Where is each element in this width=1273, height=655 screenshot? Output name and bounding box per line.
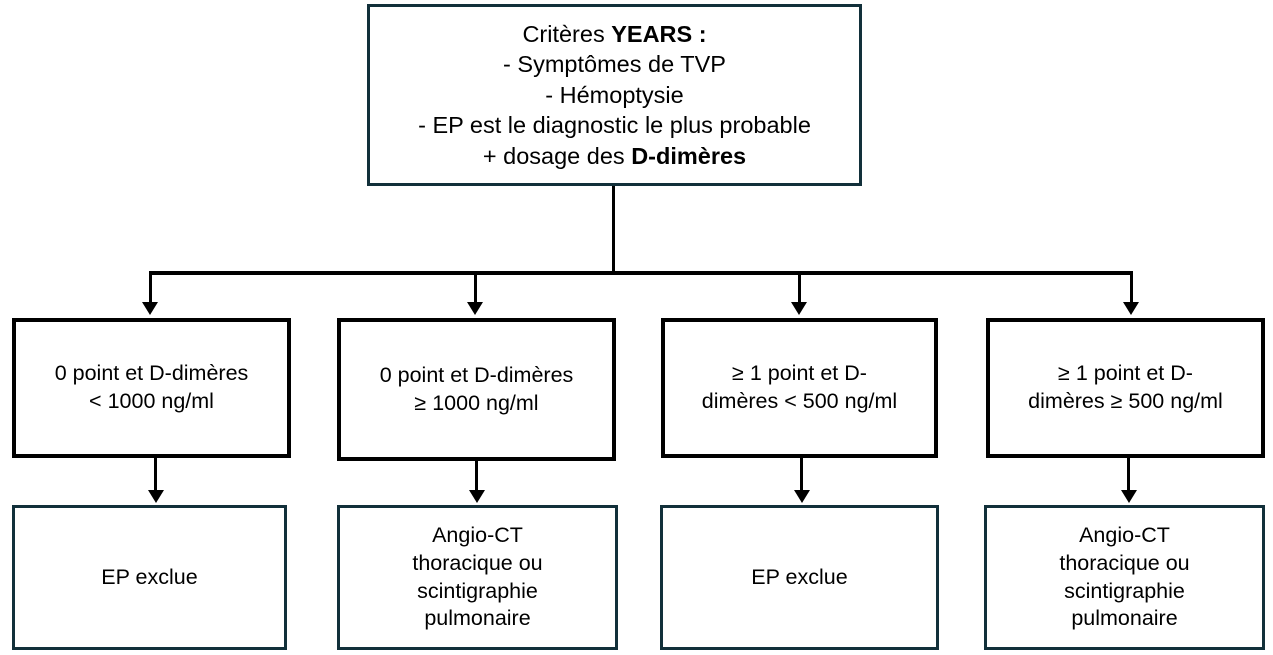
arrow-outcome-3	[794, 490, 810, 503]
connector-outcome-3	[800, 457, 803, 492]
outcome-4-line-4: pulmonaire	[1071, 606, 1178, 631]
outcome-2-line-1: Angio-CT	[432, 522, 523, 547]
node-text: EP exclue	[15, 564, 284, 592]
arrow-outcome-2	[469, 490, 485, 503]
node-text: ≥ 1 point et D- dimères < 500 ng/ml	[665, 360, 934, 416]
arrow-outcome-4	[1121, 490, 1137, 503]
node-outcome-3: EP exclue	[660, 505, 939, 650]
outcome-2-line-3: scintigraphie	[417, 578, 538, 603]
connector-outcome-1	[154, 457, 157, 492]
node-text: 0 point et D-dimères < 1000 ng/ml	[16, 360, 287, 416]
arrow-branch-1	[142, 302, 158, 315]
root-line-1-bold: YEARS :	[611, 20, 707, 47]
root-line-4: - EP est le diagnostic le plus probable	[418, 112, 811, 139]
connector-branch-1	[149, 271, 152, 303]
outcome-2-line-4: pulmonaire	[424, 606, 531, 631]
node-text: Angio-CT thoracique ou scintigraphie pul…	[340, 522, 615, 634]
root-line-3: - Hémoptysie	[545, 81, 684, 108]
node-text: Angio-CT thoracique ou scintigraphie pul…	[987, 522, 1262, 634]
root-line-2: - Symptômes de TVP	[503, 51, 726, 78]
outcome-1-line-1: EP exclue	[101, 564, 198, 589]
node-years-criteria: Critères YEARS : - Symptômes de TVP - Hé…	[367, 4, 862, 186]
arrow-branch-2	[467, 302, 483, 315]
node-text: ≥ 1 point et D- dimères ≥ 500 ng/ml	[990, 360, 1261, 416]
connector-branch-4	[1130, 271, 1133, 303]
outcome-4-line-1: Angio-CT	[1079, 522, 1170, 547]
outcome-2-line-2: thoracique ou	[412, 550, 543, 575]
arrow-branch-3	[791, 302, 807, 315]
criteria-4-line-2: dimères ≥ 500 ng/ml	[1028, 389, 1223, 413]
arrow-branch-4	[1123, 302, 1139, 315]
node-text: EP exclue	[663, 564, 936, 592]
node-criteria-3: ≥ 1 point et D- dimères < 500 ng/ml	[661, 318, 938, 458]
criteria-2-line-2: ≥ 1000 ng/ml	[414, 390, 539, 415]
connector-root-stem	[612, 186, 615, 274]
node-criteria-2: 0 point et D-dimères ≥ 1000 ng/ml	[337, 318, 616, 461]
connector-branch-2	[474, 271, 477, 303]
outcome-3-line-1: EP exclue	[751, 564, 848, 589]
node-criteria-1: 0 point et D-dimères < 1000 ng/ml	[12, 318, 291, 458]
outcome-4-line-3: scintigraphie	[1064, 578, 1185, 603]
node-text: Critères YEARS : - Symptômes de TVP - Hé…	[370, 19, 859, 172]
arrow-outcome-1	[148, 490, 164, 503]
connector-branch-3	[798, 271, 801, 303]
criteria-4-line-1: ≥ 1 point et D-	[1058, 361, 1193, 386]
node-outcome-4: Angio-CT thoracique ou scintigraphie pul…	[984, 505, 1265, 650]
connector-outcome-4	[1127, 457, 1130, 492]
root-line-1: Critères YEARS :	[522, 20, 707, 47]
criteria-1-line-1: 0 point et D-dimères	[54, 361, 249, 386]
connector-bus	[149, 271, 1133, 275]
root-line-5-bold: D-dimères	[631, 142, 747, 169]
criteria-3-line-1: ≥ 1 point et D-	[732, 361, 867, 386]
connector-outcome-2	[475, 460, 478, 492]
criteria-3-line-2: dimères < 500 ng/ml	[701, 389, 898, 413]
node-criteria-4: ≥ 1 point et D- dimères ≥ 500 ng/ml	[986, 318, 1265, 458]
root-line-5: + dosage des D-dimères	[482, 142, 747, 169]
criteria-1-line-2: < 1000 ng/ml	[89, 389, 214, 413]
node-text: 0 point et D-dimères ≥ 1000 ng/ml	[341, 362, 612, 418]
outcome-4-line-2: thoracique ou	[1059, 550, 1190, 575]
node-outcome-1: EP exclue	[12, 505, 287, 650]
node-outcome-2: Angio-CT thoracique ou scintigraphie pul…	[337, 505, 618, 650]
criteria-2-line-1: 0 point et D-dimères	[379, 362, 574, 387]
